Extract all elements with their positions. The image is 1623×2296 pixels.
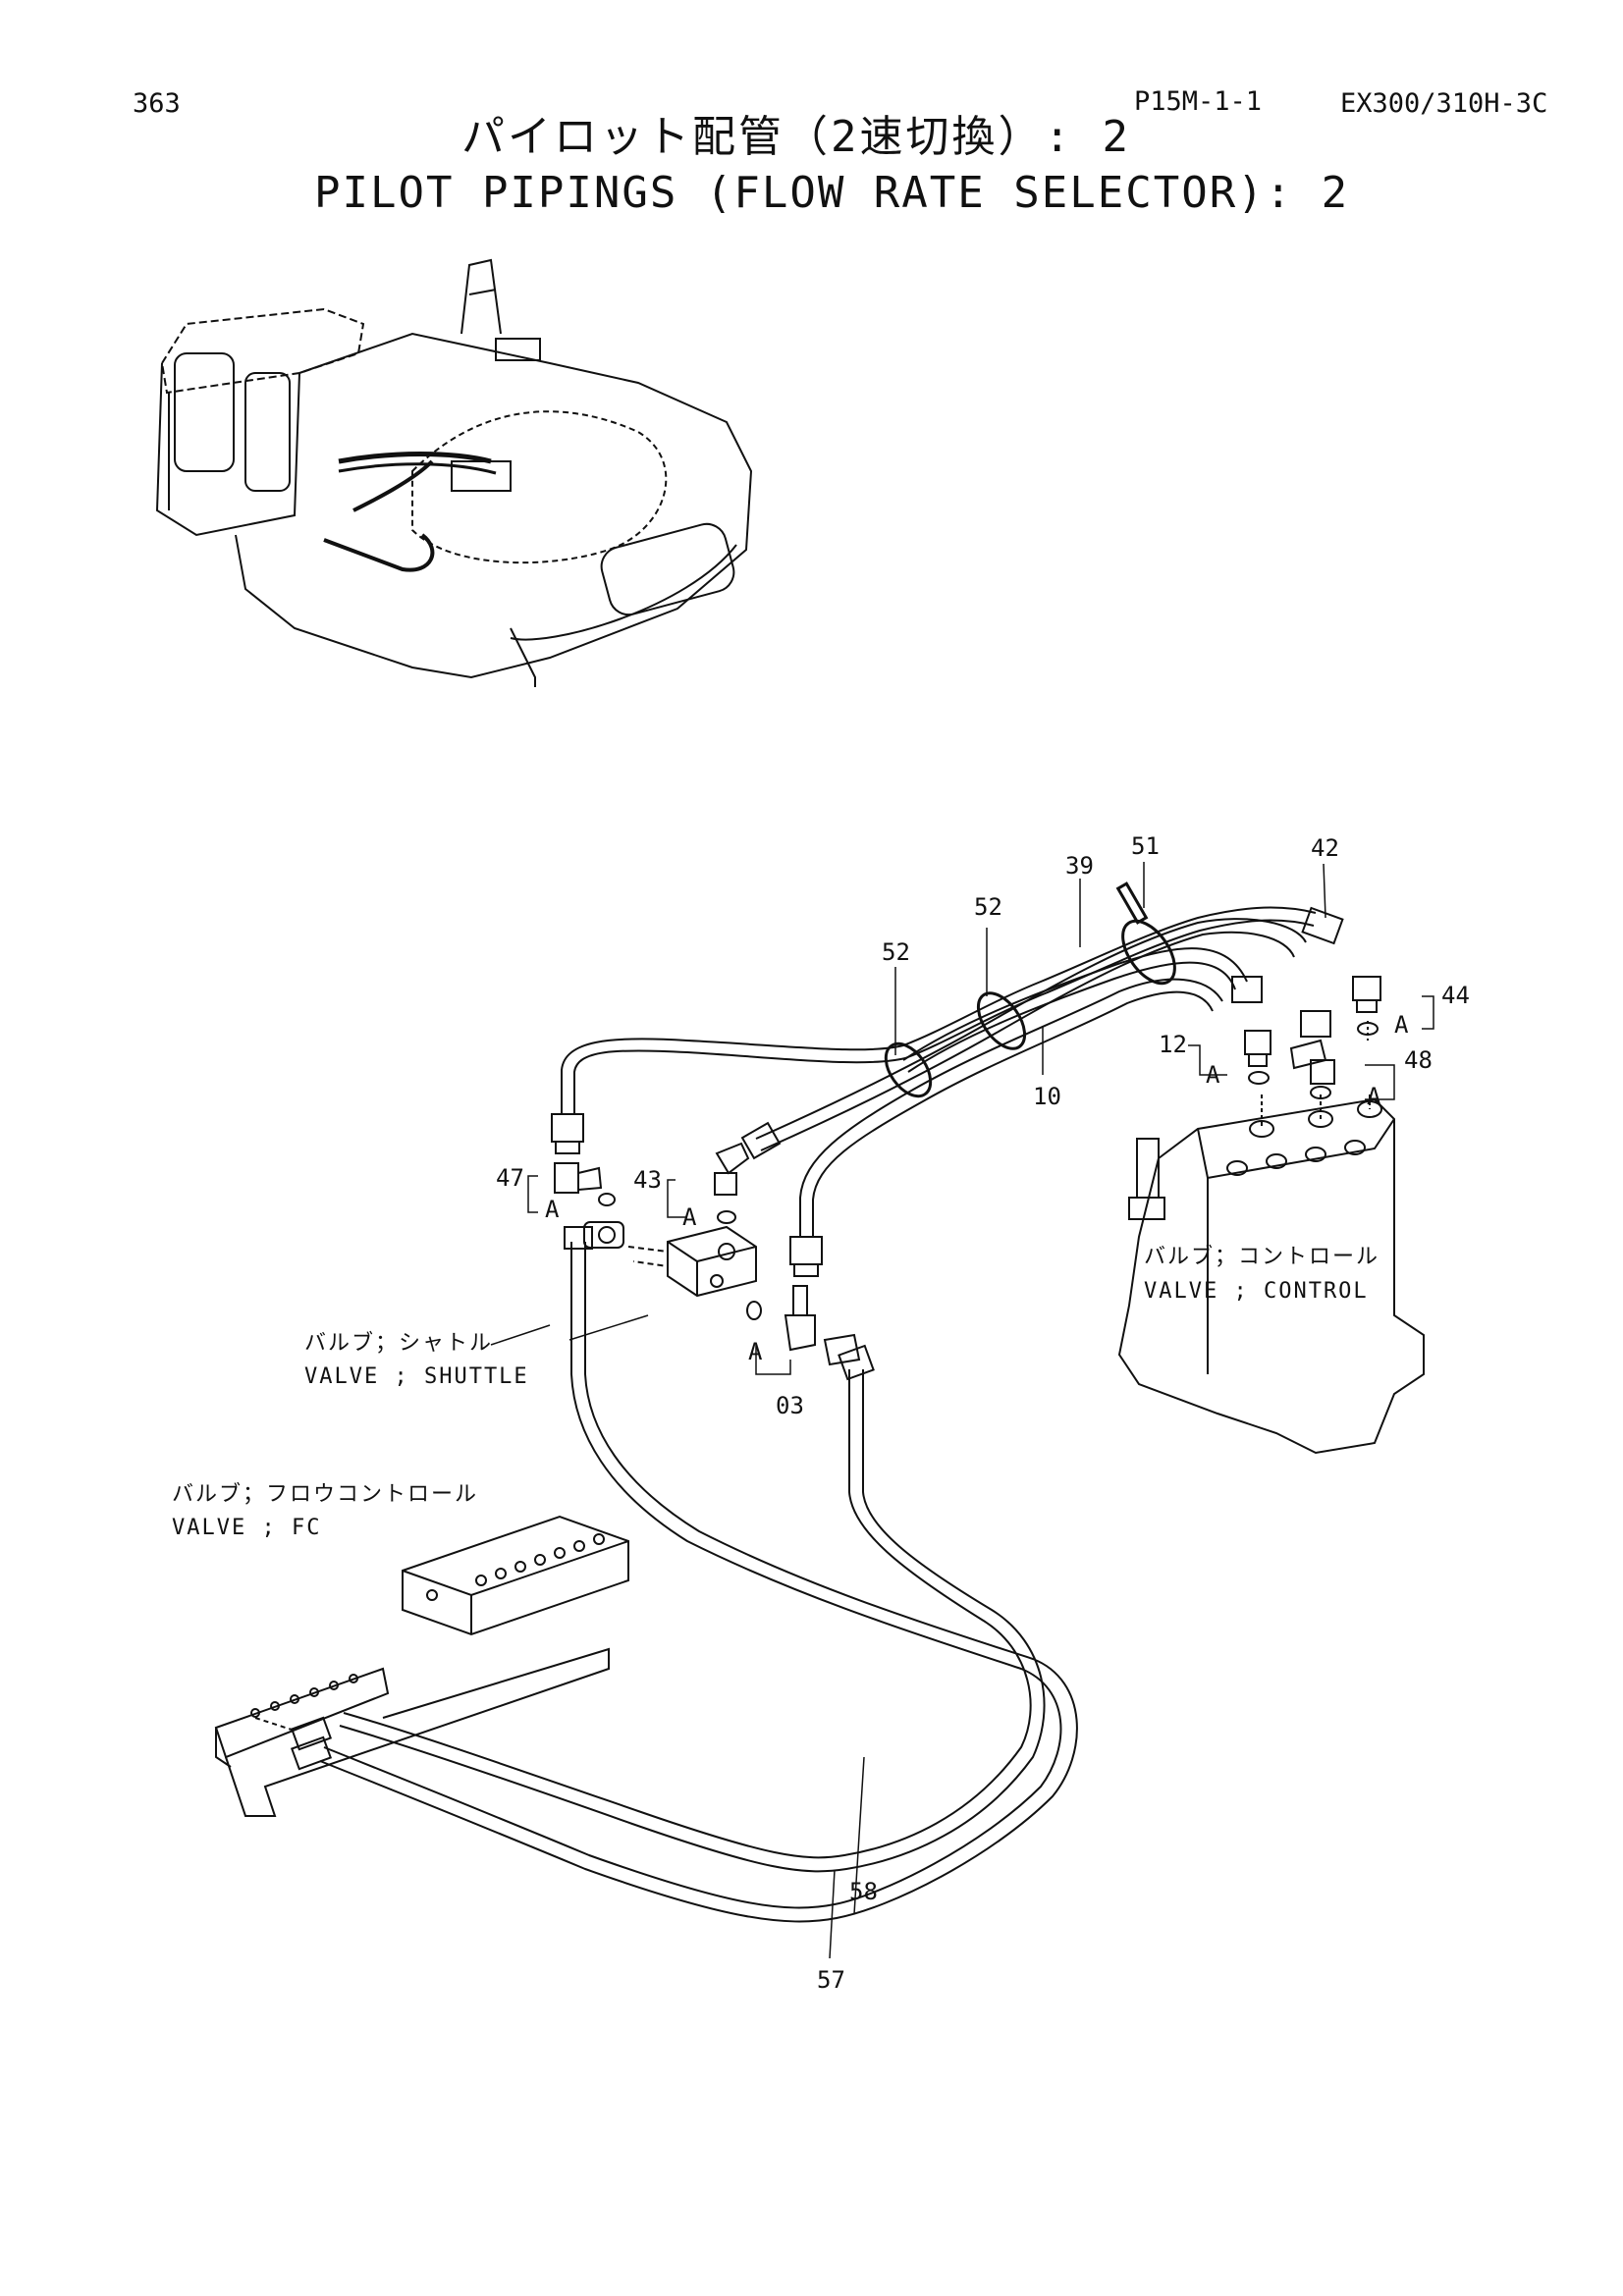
counterweight-recess: [600, 522, 735, 616]
callout-39: 39: [1065, 852, 1094, 880]
hose-end-fittings: [551, 906, 1344, 1277]
callout-42: 42: [1311, 834, 1339, 862]
title-english: PILOT PIPINGS (FLOW RATE SELECTOR): 2: [314, 168, 1350, 218]
shuttle-valve-label-jp: バルブ；シャトル: [304, 1331, 494, 1356]
fc-valve-label-jp: バルブ；フロウコントロール: [172, 1482, 479, 1507]
hose-clamp: [884, 881, 1176, 1098]
fc-valve-ports: [250, 1533, 605, 1718]
cab-window-side: [244, 372, 291, 492]
detail-marker-a: A: [748, 1338, 763, 1365]
overview-valve-block: [451, 460, 512, 492]
excavator-overview: [155, 258, 753, 687]
model-number: EX300/310H-3C: [1340, 88, 1548, 119]
callout-48: 48: [1404, 1046, 1433, 1074]
leader-lines: [490, 862, 1434, 1959]
detail-marker-a: A: [682, 1203, 697, 1231]
detail-marker-a: A: [1394, 1011, 1409, 1039]
control-valve: [1117, 1095, 1425, 1455]
detail-marker-a: A: [1206, 1061, 1220, 1089]
fittings-control-valve: [1244, 976, 1381, 1099]
control-valve-label-jp: バルブ；コントロール: [1144, 1245, 1380, 1269]
cab-window-front: [174, 352, 235, 472]
callout-47: 47: [496, 1164, 524, 1192]
callout-12: 12: [1159, 1031, 1187, 1058]
callout-43: 43: [633, 1166, 662, 1194]
shuttle-valve: [554, 1142, 861, 1366]
tank-cap: [495, 338, 541, 361]
title-japanese: パイロット配管（2速切換）: 2: [461, 112, 1131, 162]
callout-57: 57: [817, 1966, 845, 1994]
detail-marker-a: A: [1367, 1083, 1381, 1110]
callout-52-upper: 52: [974, 893, 1002, 921]
callouts: 51 42 39 52 52 44 12 48 10 47 43 03 58 5…: [496, 832, 1470, 1994]
control-valve-label-en: VALVE ; CONTROL: [1144, 1279, 1369, 1304]
callout-51: 51: [1131, 832, 1160, 860]
control-valve-ports: [1226, 1100, 1382, 1176]
shuttle-valve-label-en: VALVE ; SHUTTLE: [304, 1364, 529, 1389]
callout-58: 58: [849, 1878, 878, 1905]
fc-valve-label-en: VALVE ; FC: [172, 1516, 322, 1540]
page-number: 363: [133, 88, 181, 119]
callout-44: 44: [1441, 982, 1470, 1009]
detail-marker-a: A: [545, 1196, 560, 1223]
hose-bundle: [551, 881, 1381, 1277]
lower-hoses: [319, 1226, 1078, 1923]
callout-10: 10: [1033, 1083, 1061, 1110]
callout-03: 03: [776, 1392, 804, 1419]
figure-code: P15M-1-1: [1134, 86, 1263, 117]
fc-valve: [214, 1515, 629, 1817]
callout-52-lower: 52: [882, 938, 910, 966]
